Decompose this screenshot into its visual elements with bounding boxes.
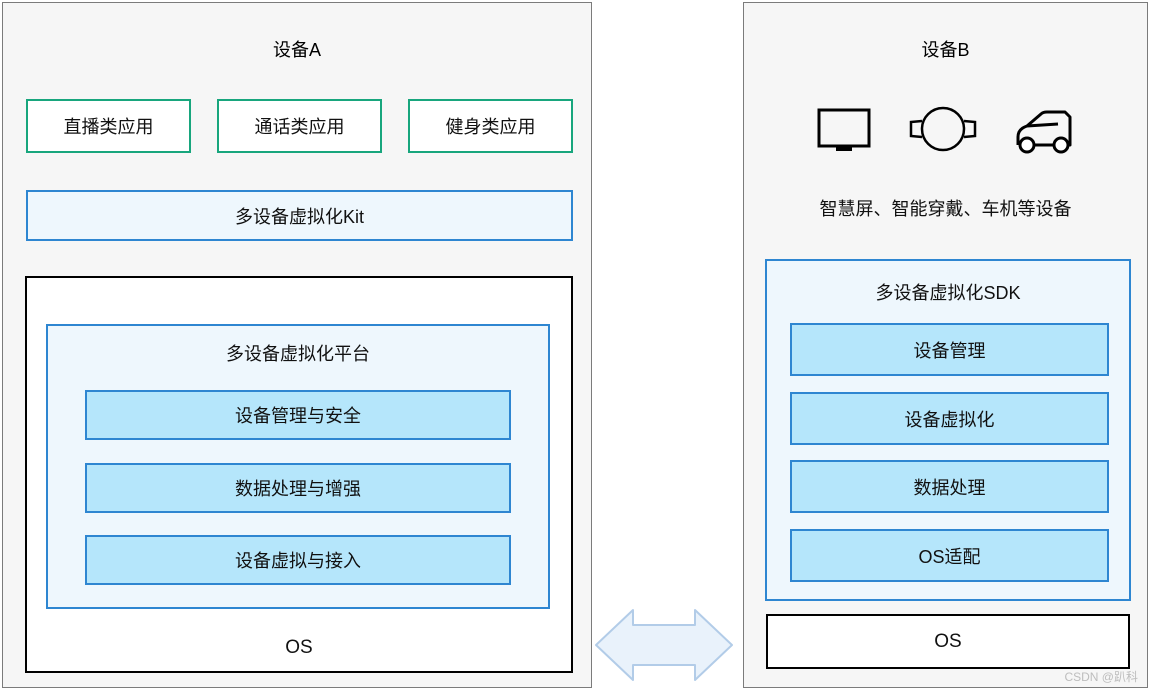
platform-title: 多设备虚拟化平台 — [226, 344, 370, 364]
sdk-module-device-virtualization: 设备虚拟化 — [790, 392, 1109, 445]
sdk-module-data-processing: 数据处理 — [790, 460, 1109, 513]
virtualization-sdk-box: 多设备虚拟化SDK 设备管理 设备虚拟化 数据处理 OS适配 — [765, 259, 1131, 601]
csdn-watermark: CSDN @趴科 — [1064, 670, 1138, 684]
virtualization-kit-box: 多设备虚拟化Kit — [26, 190, 573, 241]
app-box-call: 通话类应用 — [217, 99, 382, 153]
device-a-panel: 设备A 直播类应用 通话类应用 健身类应用 多设备虚拟化Kit 多设备虚拟化平台… — [2, 2, 592, 688]
sdk-title: 多设备虚拟化SDK — [875, 283, 1021, 303]
smart-screen-icon — [817, 108, 870, 151]
device-b-icons-row — [744, 99, 1147, 159]
device-b-title: 设备B — [921, 40, 970, 60]
car-icon — [1016, 110, 1071, 154]
device-a-os-label: OS — [285, 637, 313, 658]
device-a-title: 设备A — [272, 40, 321, 60]
app-box-fitness: 健身类应用 — [408, 99, 573, 153]
platform-module-data-processing-enhance: 数据处理与增强 — [85, 463, 511, 513]
smart-watch-icon — [909, 106, 976, 152]
platform-module-device-virtual-access: 设备虚拟与接入 — [85, 535, 511, 585]
app-box-live: 直播类应用 — [26, 99, 191, 153]
platform-module-device-mgmt-security: 设备管理与安全 — [85, 390, 511, 440]
device-b-os-box: OS — [766, 614, 1130, 669]
device-b-caption: 智慧屏、智能穿戴、车机等设备 — [819, 199, 1072, 219]
device-a-apps-row: 直播类应用 通话类应用 健身类应用 — [26, 99, 573, 153]
device-b-panel: 设备B 智慧屏、智能穿戴、车机等设备 — [743, 2, 1148, 688]
virtualization-platform-box: 多设备虚拟化平台 设备管理与安全 数据处理与增强 设备虚拟与接入 — [46, 324, 550, 609]
bidirectional-arrow-icon — [595, 609, 733, 681]
sdk-module-device-mgmt: 设备管理 — [790, 323, 1109, 376]
device-a-os-stack: 多设备虚拟化平台 设备管理与安全 数据处理与增强 设备虚拟与接入 OS — [25, 276, 573, 673]
sdk-module-os-adaptation: OS适配 — [790, 529, 1109, 582]
